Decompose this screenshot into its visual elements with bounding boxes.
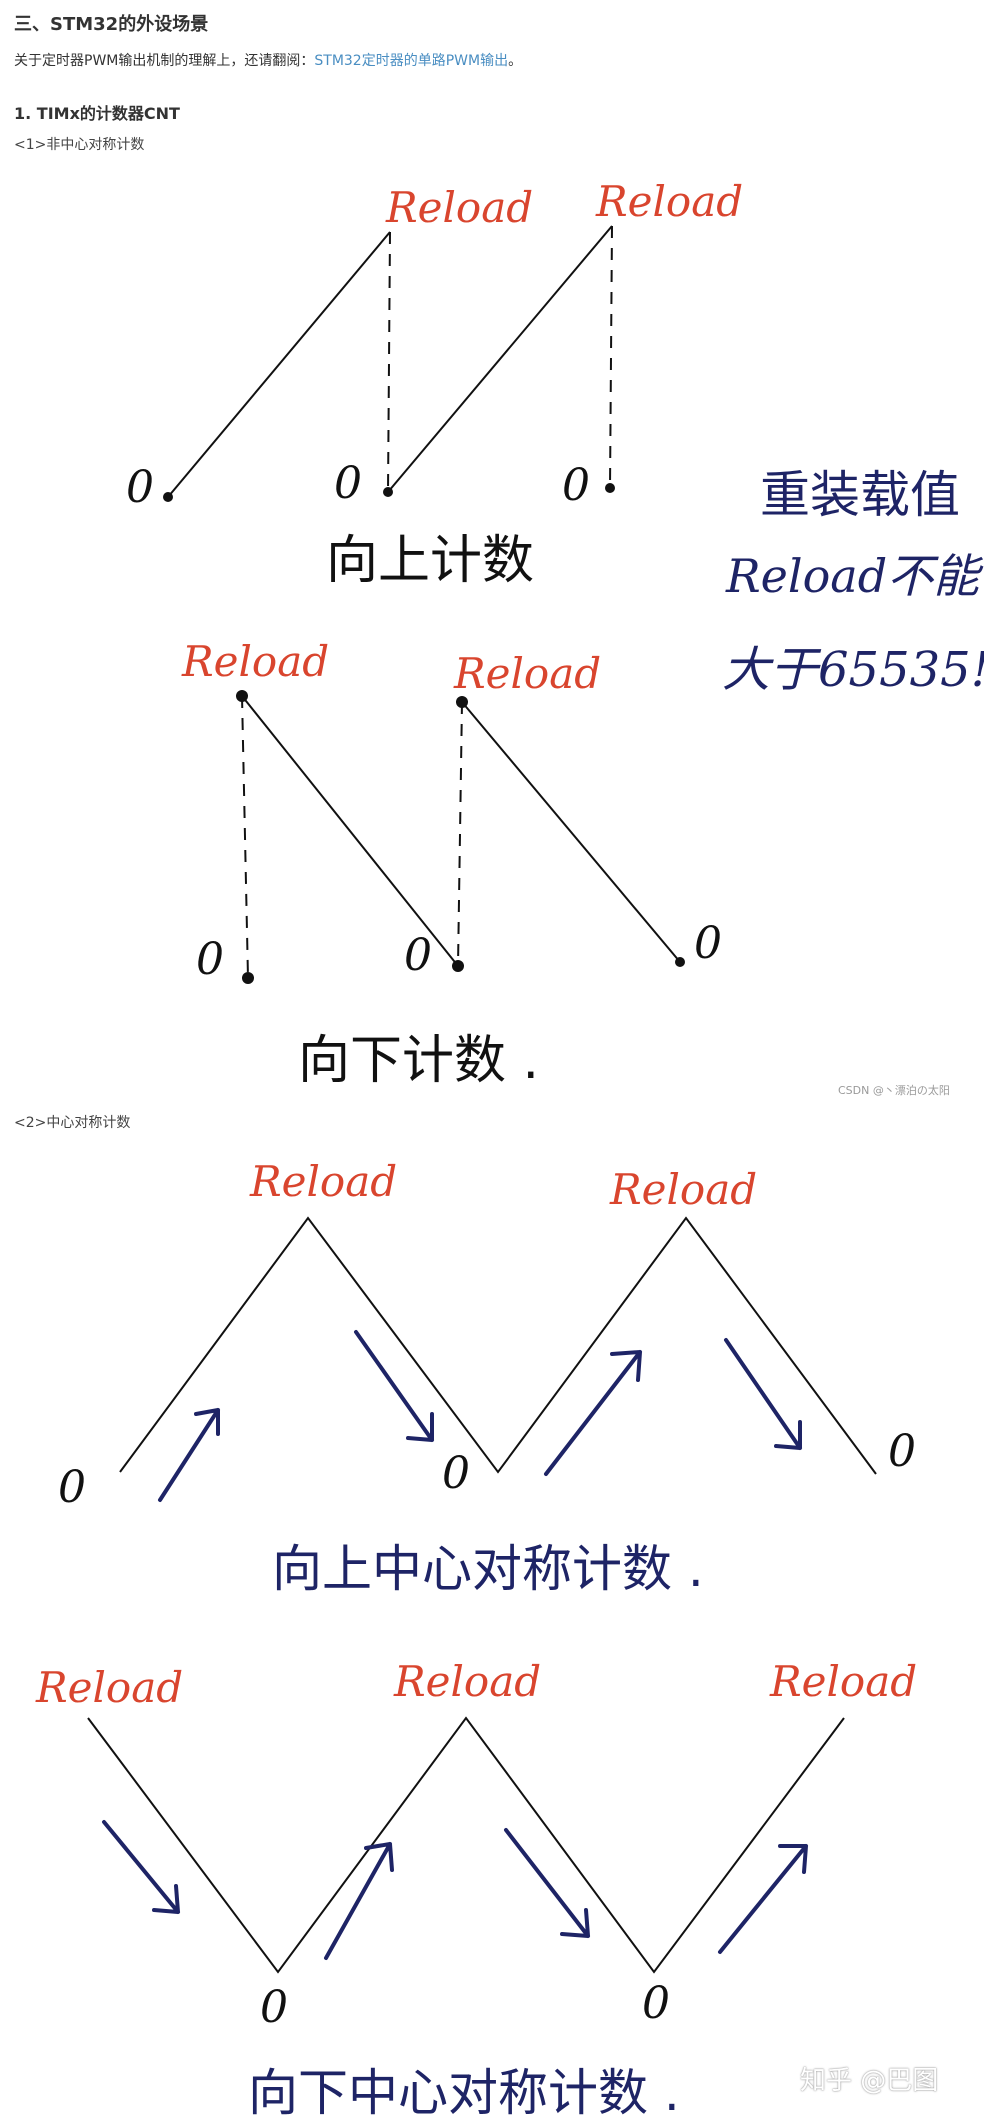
reload-label: Reload bbox=[35, 1663, 183, 1712]
up-point-2 bbox=[383, 487, 393, 497]
center-down-wave bbox=[87, 1716, 845, 1974]
zero-label: 0 bbox=[126, 462, 154, 513]
non-center-label: <1>非中心对称计数 bbox=[14, 137, 145, 153]
reload-label: Reload bbox=[393, 1657, 541, 1706]
zero-label: 0 bbox=[58, 1462, 86, 1513]
down-reset-2 bbox=[457, 701, 463, 967]
up-ramp-2 bbox=[387, 225, 613, 493]
zero-label: 0 bbox=[694, 918, 722, 969]
zero-label: 0 bbox=[260, 1982, 288, 2033]
arrow-down-1-icon bbox=[354, 1330, 434, 1442]
zero-label: 0 bbox=[404, 930, 432, 981]
subsection-title: 1. TIMx的计数器CNT bbox=[14, 104, 180, 123]
arrow-up-2-icon bbox=[544, 1350, 642, 1476]
up-reset-2 bbox=[609, 225, 613, 489]
arrow-up-3-icon bbox=[324, 1842, 394, 1960]
reload-label: Reload bbox=[181, 637, 329, 686]
csdn-watermark: CSDN @丶漂泊の太阳 bbox=[838, 1084, 950, 1097]
up-point-3 bbox=[605, 483, 615, 493]
arrow-down-2-icon bbox=[724, 1338, 802, 1450]
up-count-caption: 向上计数 bbox=[326, 531, 534, 591]
down-point-5 bbox=[675, 957, 685, 967]
arrow-down-3-icon bbox=[102, 1820, 180, 1914]
pwm-article-link[interactable]: STM32定时器的单路PWM输出 bbox=[314, 53, 509, 69]
center-label: <2>中心对称计数 bbox=[14, 1115, 131, 1131]
down-ramp-2 bbox=[461, 701, 681, 963]
arrow-up-1-icon bbox=[158, 1408, 220, 1502]
zero-label: 0 bbox=[562, 460, 590, 511]
up-ramp-1 bbox=[167, 231, 391, 498]
down-ramp-1 bbox=[241, 695, 459, 967]
arrow-down-4-icon bbox=[504, 1828, 590, 1938]
intro-text: 关于定时器PWM输出机制的理解上，还请翻阅： bbox=[14, 53, 315, 69]
up-point-1 bbox=[163, 492, 173, 502]
up-reset-1 bbox=[387, 231, 391, 493]
reload-label: Reload bbox=[769, 1657, 917, 1706]
note-line-3: 大于65535! bbox=[722, 642, 984, 698]
reload-label: Reload bbox=[249, 1157, 397, 1206]
zero-label: 0 bbox=[442, 1448, 470, 1499]
reload-label: Reload bbox=[595, 177, 743, 226]
section-title: 三、STM32的外设场景 bbox=[14, 14, 209, 35]
down-point-2 bbox=[242, 972, 254, 984]
center-up-caption: 向上中心对称计数 . bbox=[272, 1540, 704, 1598]
zero-label: 0 bbox=[334, 458, 362, 509]
reload-label: Reload bbox=[609, 1165, 757, 1214]
note-line-2: Reload不能 bbox=[725, 549, 984, 603]
reload-label: Reload bbox=[453, 649, 601, 698]
zero-label: 0 bbox=[642, 1978, 670, 2029]
down-point-3 bbox=[456, 696, 468, 708]
down-point-4 bbox=[452, 960, 464, 972]
zhihu-watermark: 知乎 @巴图 bbox=[800, 2066, 939, 2096]
arrow-up-4-icon bbox=[718, 1844, 808, 1954]
down-count-caption: 向下计数 . bbox=[298, 1031, 539, 1091]
down-point-1 bbox=[236, 690, 248, 702]
reload-label: Reload bbox=[385, 183, 533, 232]
intro-suffix: 。 bbox=[508, 53, 523, 69]
center-down-caption: 向下中心对称计数 . bbox=[248, 2064, 680, 2122]
intro-paragraph: 关于定时器PWM输出机制的理解上，还请翻阅：STM32定时器的单路PWM输出。 bbox=[14, 50, 522, 70]
note-line-1: 重装载值 bbox=[760, 466, 960, 524]
center-up-wave bbox=[119, 1216, 877, 1475]
down-reset-1 bbox=[241, 695, 249, 979]
zero-label: 0 bbox=[888, 1426, 916, 1477]
zero-label: 0 bbox=[196, 934, 224, 985]
